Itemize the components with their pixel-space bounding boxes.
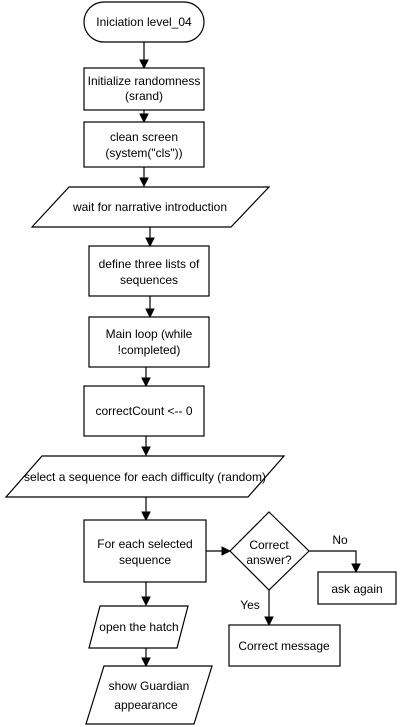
node-init-random-label-1: Initialize randomness (88, 74, 201, 88)
node-select-sequence-label: select a sequence for each difficulty (r… (24, 470, 266, 484)
node-clean-screen-label-1: clean screen (110, 130, 178, 144)
node-open-hatch-label: open the hatch (99, 620, 178, 634)
edge-label-yes: Yes (240, 598, 260, 612)
node-correct-message-label: Correct message (238, 639, 330, 653)
node-show-guardian: show Guardian appearance (85, 665, 213, 725)
arrowhead-showguardian (141, 657, 151, 668)
node-show-guardian-label-2: appearance (114, 698, 178, 712)
node-select-sequence: select a sequence for each difficulty (r… (4, 455, 286, 498)
node-decision: Correct answer? (229, 511, 310, 591)
node-for-each-label-2: sequence (119, 553, 171, 567)
node-define-lists: define three lists of sequences (88, 245, 210, 297)
node-define-lists-label-2: sequences (120, 273, 178, 287)
node-for-each-label-1: For each selected (97, 537, 192, 551)
node-init-random-label-2: (srand) (125, 89, 163, 103)
node-main-loop-label-1: Main loop (while (106, 327, 193, 341)
arrowhead-main (145, 308, 155, 319)
node-for-each: For each selected sequence (83, 519, 207, 583)
node-wait-intro: wait for narrative introduction (30, 186, 271, 228)
arrowhead-wait (139, 177, 149, 188)
node-correct-message: Correct message (228, 624, 341, 667)
arrowhead-select (141, 446, 151, 457)
node-start: Iniciation level_04 (83, 1, 205, 43)
arrowhead-correctcount (141, 377, 151, 388)
arrowhead-clean (139, 113, 149, 124)
node-define-lists-label-1: define three lists of (99, 257, 200, 271)
edges (139, 42, 361, 668)
node-show-guardian-label-1: show Guardian (109, 679, 190, 693)
node-clean-screen-label-2: (system("cls")) (105, 146, 182, 160)
node-main-loop: Main loop (while !completed) (88, 316, 210, 368)
node-clean-screen: clean screen (system("cls")) (83, 121, 205, 168)
arrowhead-decision (221, 546, 232, 556)
node-decision-label-1: Correct (249, 538, 289, 552)
edge-label-no: No (332, 533, 348, 547)
node-correct-count: correctCount <-- 0 (83, 385, 205, 437)
node-correct-count-label: correctCount <-- 0 (95, 404, 192, 418)
node-ask-again: ask again (317, 571, 397, 605)
node-wait-intro-label: wait for narrative introduction (72, 200, 227, 214)
node-ask-again-label: ask again (331, 582, 382, 596)
node-decision-label-2: answer? (246, 553, 292, 567)
node-start-label: Iniciation level_04 (96, 15, 192, 29)
arrowhead-define (145, 237, 155, 248)
arrowhead-askagain (351, 563, 361, 574)
arrowhead-init (139, 59, 149, 70)
arrowhead-foreach (141, 511, 151, 522)
arrowhead-correctmessage (264, 616, 274, 627)
edge-decision-to-askagain (309, 550, 357, 566)
node-open-hatch: open the hatch (88, 605, 189, 649)
node-init-random: Initialize randomness (srand) (83, 67, 205, 111)
arrowhead-openhatch (141, 596, 151, 607)
node-main-loop-label-2: !completed) (118, 343, 181, 357)
